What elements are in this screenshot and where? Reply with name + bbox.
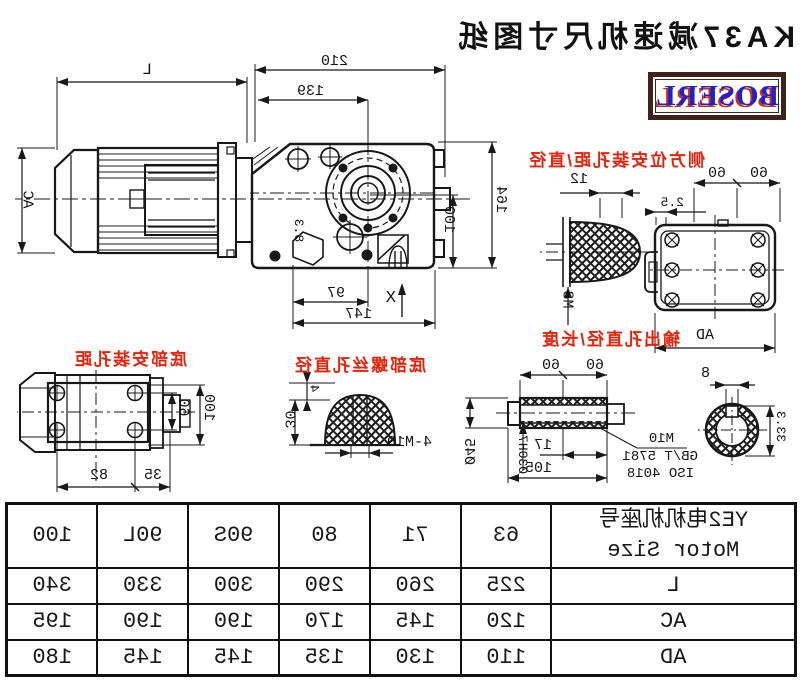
- dim-L: L: [142, 61, 152, 79]
- side-hole-detail-drawing: [540, 189, 650, 325]
- dim-key-width: 8: [700, 365, 710, 382]
- table-row-header: YE2电机机座号 Motor Size 63 71 80 90S 90L 100: [6, 503, 796, 568]
- size-col-63: 63: [460, 503, 552, 568]
- dim-164: 164: [491, 185, 509, 214]
- dim-60-topview-a: 60: [749, 165, 768, 182]
- dim-60-bottomview: 60: [174, 398, 192, 417]
- cell: 190: [97, 603, 189, 640]
- cell: 195: [6, 603, 98, 640]
- table-header-cn: YE2电机机座号: [598, 508, 749, 534]
- dim-d45: Ø45: [459, 437, 477, 466]
- table-row: AC 120 145 170 190 190 195: [6, 603, 796, 640]
- table-row: L 225 260 290 300 330 340: [6, 567, 796, 604]
- row-label-AC: AC: [551, 603, 796, 640]
- bottom-view-drawing: [17, 370, 205, 492]
- thread-4-m10: 4-M10: [386, 434, 432, 451]
- callout-gbt: GB/T 5781: [622, 449, 698, 465]
- output-label: 输出孔直径/长度: [540, 330, 680, 349]
- table-row: AD 110 130 135 145 145 180: [6, 639, 796, 676]
- dim-4: 4: [306, 384, 322, 393]
- cell: 260: [369, 567, 461, 604]
- dim-97: 97: [326, 285, 345, 302]
- bottom-view-label: 底部安装孔距: [73, 350, 187, 369]
- dim-8-3: 8.3: [290, 218, 306, 243]
- dim-60-topview-b: 60: [707, 165, 726, 182]
- dim-17: 17: [533, 437, 552, 454]
- dim-82: 82: [89, 467, 108, 484]
- dim-AD: AD: [695, 327, 714, 344]
- bottom-screw-detail-drawing: [289, 372, 400, 458]
- row-label-L: L: [551, 567, 796, 604]
- size-col-90s: 90S: [188, 503, 280, 568]
- table-header-cell: YE2电机机座号 Motor Size: [551, 503, 796, 568]
- page-title: KA37减速机尺寸图纸: [453, 21, 795, 54]
- axis-x-label: X: [385, 289, 396, 308]
- size-col-80: 80: [279, 503, 370, 568]
- cell: 130: [369, 639, 461, 676]
- dim-35: 35: [143, 467, 162, 484]
- dim-60-output-a: 60: [585, 357, 604, 374]
- thread-m8: M8: [558, 290, 576, 309]
- cell: 225: [460, 567, 552, 604]
- cell: 135: [279, 639, 370, 676]
- callout-m10: M10: [648, 431, 674, 447]
- top-view-drawing: [644, 178, 784, 353]
- size-col-71: 71: [369, 503, 461, 568]
- cell: 110: [460, 639, 552, 676]
- dim-139: 139: [296, 83, 324, 100]
- dim-AC: AC: [18, 190, 36, 209]
- callout-iso: ISO 4018: [626, 466, 694, 482]
- output-shaft-detail-drawing: [465, 370, 775, 483]
- brand-logo-text: BOSERL: [655, 79, 779, 112]
- dim-60-output-b: 60: [541, 357, 560, 374]
- dim-210: 210: [320, 53, 348, 70]
- cell: 145: [97, 639, 189, 676]
- bottom-screw-label: 底部螺丝孔直径: [293, 356, 426, 375]
- cell: 120: [460, 603, 552, 640]
- cell: 340: [6, 567, 98, 604]
- dim-2-5: 2.5: [660, 195, 684, 210]
- table-header-en: Motor Size: [607, 537, 740, 563]
- dim-100-main: 100: [439, 205, 457, 234]
- cell: 180: [6, 639, 98, 676]
- size-col-90l: 90L: [97, 503, 189, 568]
- dim-12: 12: [569, 171, 588, 188]
- cell: 330: [97, 567, 189, 604]
- dim-key-depth: 33.3: [772, 410, 788, 443]
- cell: 190: [188, 603, 280, 640]
- cell: 145: [188, 639, 280, 676]
- dim-30: 30: [280, 410, 298, 429]
- cell: 300: [188, 567, 280, 604]
- row-label-AD: AD: [551, 639, 796, 676]
- main-assembly-drawing: [15, 64, 497, 329]
- size-col-100: 100: [6, 503, 98, 568]
- cell: 290: [279, 567, 370, 604]
- cell: 170: [279, 603, 370, 640]
- dim-100-bottomview: 100: [199, 393, 217, 422]
- dim-105: 105: [524, 460, 552, 477]
- cell: 145: [369, 603, 461, 640]
- brand-logo: BOSERL: [648, 72, 786, 120]
- dim-147: 147: [344, 306, 372, 323]
- side-hole-label: 侧方位安装孔距/直径: [527, 151, 705, 170]
- motor-size-table: YE2电机机座号 Motor Size 63 71 80 90S 90L 100…: [5, 502, 797, 677]
